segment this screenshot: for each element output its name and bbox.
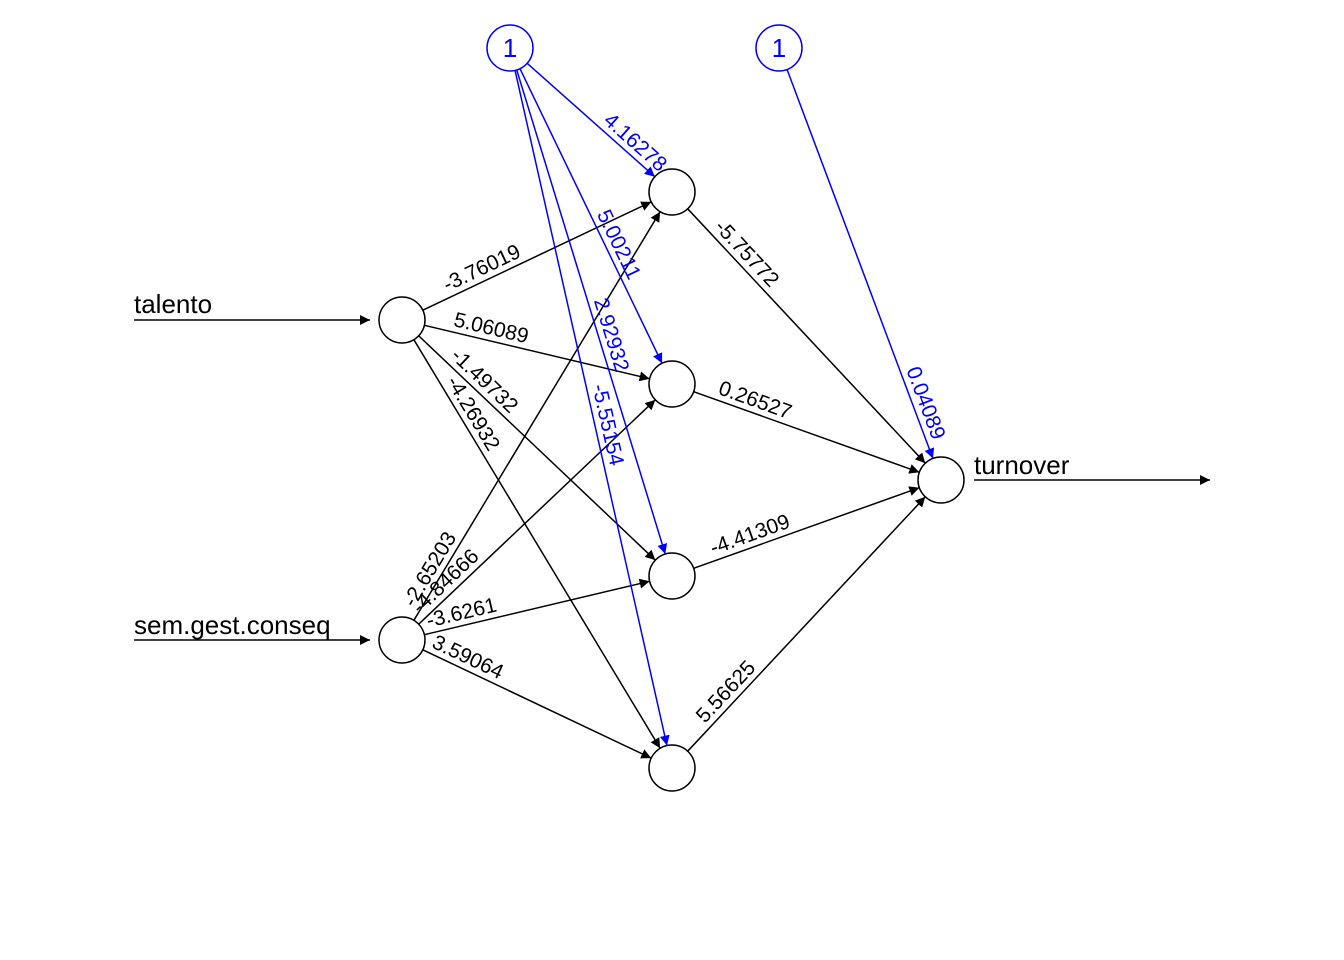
input-label: sem.gest.conseq — [134, 610, 331, 640]
bias-to-hidden-4-weight-label: -5.55154 — [587, 382, 628, 468]
talento-to-hidden-3-edge — [418, 335, 656, 561]
semgest-to-hidden-1-edge — [413, 211, 661, 621]
bias-to-hidden-2-edge — [519, 68, 663, 364]
hidden-1-to-output-edge — [687, 208, 926, 464]
edges — [413, 62, 935, 759]
bias-to-hidden-1-weight-label: 4.16278 — [599, 109, 671, 177]
bias-to-output-weight-label: 0.04089 — [901, 364, 949, 443]
hidden-2-to-output-edge — [693, 391, 920, 474]
hidden-3-to-output-edge — [693, 486, 920, 569]
hidden-node-2 — [648, 360, 696, 408]
semgest-to-hidden-4-edge — [422, 649, 652, 759]
talento-to-hidden-2-weight-label: 5.06089 — [452, 308, 531, 348]
bias-node-label: 1 — [772, 33, 786, 63]
bias-to-hidden-4-edge — [514, 70, 670, 746]
bias-node-circle — [486, 24, 534, 72]
nodes: 1 1 — [378, 24, 965, 792]
input-node-talento — [378, 296, 426, 344]
talento-to-hidden-1-edge — [422, 201, 652, 311]
bias-node-label: 1 — [503, 33, 517, 63]
hidden-node-1 — [648, 168, 696, 216]
input-node-sem-gest-conseq — [378, 616, 426, 664]
hidden-2-to-output-weight-label: 0.26527 — [716, 377, 795, 424]
output-label: turnover — [974, 450, 1070, 480]
bias-to-hidden-1-edge — [526, 62, 656, 178]
bias-node-hidden: 1 — [486, 24, 534, 72]
hidden-1-to-output-weight-label: -5.75772 — [710, 215, 783, 291]
bias-to-output-edge — [786, 69, 935, 459]
output-node — [917, 456, 965, 504]
output-turnover: turnover — [974, 450, 1210, 485]
hidden-3-to-output-weight-label: -4.41309 — [707, 510, 793, 560]
input-label: talento — [134, 289, 212, 319]
bias-node-circle — [755, 24, 803, 72]
talento-to-hidden-4-edge — [413, 339, 661, 749]
bias-to-hidden-2-weight-label: 5.00211 — [592, 206, 645, 283]
bias-to-hidden-3-weight-label: 2.92932 — [589, 295, 633, 374]
input-sem-gest-conseq: sem.gest.conseq — [134, 610, 370, 645]
bias-node-output: 1 — [755, 24, 803, 72]
bias-to-hidden-3-edge — [516, 69, 668, 555]
semgest-to-hidden-2-edge — [418, 399, 656, 625]
semgest-to-hidden-3-edge — [424, 578, 650, 636]
hidden-4-to-output-weight-label: 5.56625 — [692, 656, 761, 727]
hidden-node-3 — [648, 552, 696, 600]
hidden-4-to-output-edge — [687, 496, 926, 752]
talento-to-hidden-2-edge — [424, 324, 650, 382]
input-talento: talento — [134, 289, 370, 325]
hidden-node-4 — [648, 744, 696, 792]
